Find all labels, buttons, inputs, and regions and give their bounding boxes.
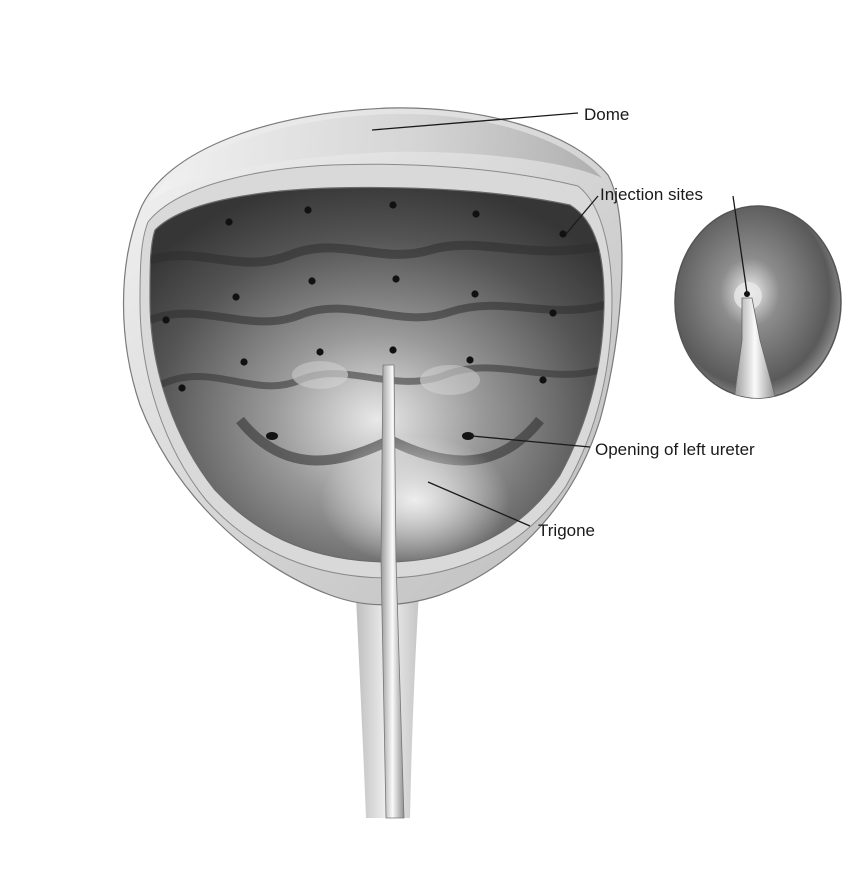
injection-site-dot [549,309,556,316]
injection-site-dot [472,210,479,217]
label-opening-left-ureter: Opening of left ureter [595,440,755,459]
injection-inset [675,206,841,400]
injection-site-dot [559,230,566,237]
injection-site-dot [466,356,473,363]
injection-site-dot [539,376,546,383]
injection-site-dot [389,346,396,353]
injection-site-dot [178,384,185,391]
injection-site-dot [304,206,311,213]
injection-site-dot [225,218,232,225]
injection-site-dot [240,358,247,365]
label-trigone: Trigone [538,521,595,540]
injection-site-dot [308,277,315,284]
label-dome: Dome [584,105,629,124]
injection-site-dot [232,293,239,300]
injection-site-dot [316,348,323,355]
injection-site-dot [392,275,399,282]
injection-site-dot [389,201,396,208]
injection-site-dot [162,316,169,323]
injection-site-dot [471,290,478,297]
label-injection-sites: Injection sites [600,185,703,204]
